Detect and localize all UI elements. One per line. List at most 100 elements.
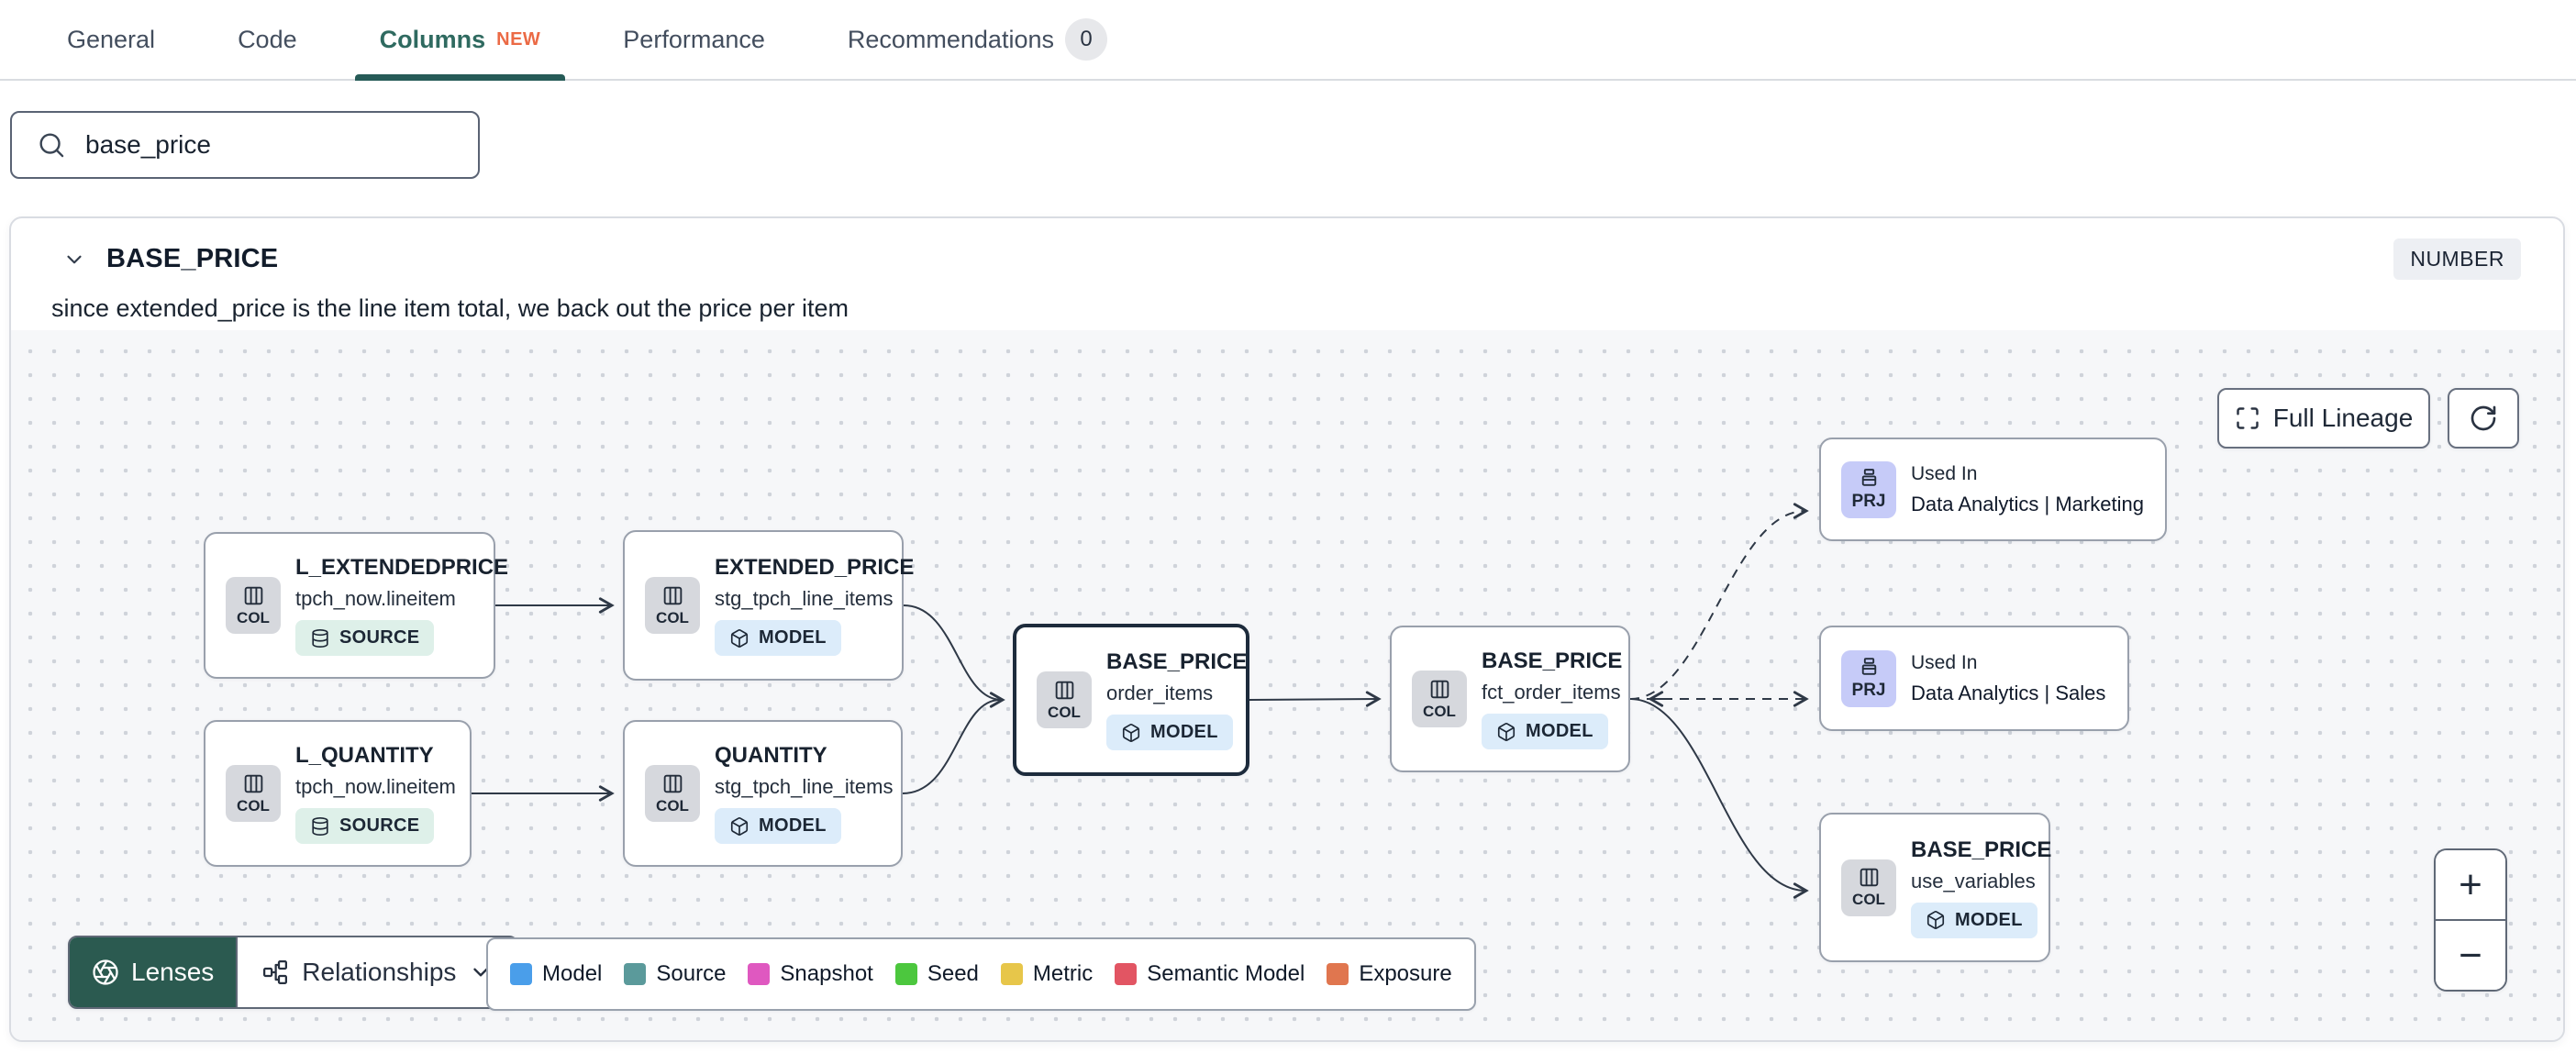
column-badge: COL: [645, 765, 700, 822]
column-title: BASE_PRICE: [106, 244, 279, 273]
node-title: L_QUANTITY: [295, 743, 434, 768]
legend-item: Semantic Model: [1115, 961, 1305, 987]
database-icon: [312, 816, 328, 836]
legend-label: Source: [656, 961, 727, 986]
full-lineage-button[interactable]: Full Lineage: [2217, 388, 2430, 449]
columns-icon: [1430, 680, 1449, 698]
edge: [1249, 691, 1382, 707]
node-title: QUANTITY: [715, 743, 827, 768]
expand-icon: [2236, 407, 2259, 429]
node-subtitle: stg_tpch_line_items: [715, 775, 894, 798]
node-title: BASE_PRICE: [1482, 648, 1623, 673]
edge: [902, 699, 1001, 794]
lineage-canvas[interactable]: COL L_EXTENDEDPRICE tpch_now.lineitem SO…: [11, 330, 2563, 1040]
column-badge: COL: [645, 577, 700, 634]
divider: [2436, 919, 2505, 921]
chevron-down-icon: [473, 968, 489, 977]
column-badge: COL: [1412, 671, 1467, 727]
cube-icon: [730, 816, 749, 836]
column-search[interactable]: [10, 111, 480, 179]
tab-label: General: [67, 25, 156, 53]
model-pill: MODEL: [1911, 902, 2037, 938]
column-type-badge: NUMBER: [2393, 238, 2521, 280]
database-icon: [312, 628, 328, 648]
tab-performance[interactable]: Performance: [598, 0, 790, 79]
tab-label: Code: [238, 25, 297, 53]
tab-bar: General Code Columns NEW Performance Rec…: [0, 0, 2576, 81]
node-subtitle: use_variables: [1911, 869, 2036, 892]
legend-label: Exposure: [1359, 961, 1452, 986]
node-subtitle: order_items: [1106, 682, 1214, 704]
legend-label: Snapshot: [780, 961, 873, 986]
lineage-edges-svg: [472, 503, 1809, 899]
source-pill: SOURCE: [295, 620, 435, 656]
columns-icon: [663, 774, 682, 793]
cube-icon: [1926, 911, 1945, 929]
node-subtitle: stg_tpch_line_items: [715, 587, 894, 610]
lineage-node-base-price-fct-order-items[interactable]: COL BASE_PRICE fct_order_items MODEL: [1390, 626, 1630, 772]
project-badge: PRJ: [1841, 649, 1896, 707]
panel-header: BASE_PRICE NUMBER since extended_price i…: [11, 218, 2563, 323]
column-badge: COL: [226, 577, 281, 634]
zoom-out-button[interactable]: −: [2436, 921, 2505, 990]
lenses-button[interactable]: Lenses: [70, 937, 237, 1007]
tab-general[interactable]: General: [42, 0, 180, 79]
search-icon: [39, 133, 64, 158]
project-badge: PRJ: [1841, 460, 1896, 518]
lineage-node-used-in-marketing[interactable]: PRJ Used In Data Analytics | Marketing: [1819, 438, 2167, 541]
refresh-button[interactable]: [2448, 388, 2519, 449]
node-subtitle: tpch_now.lineitem: [295, 587, 456, 610]
lineage-node-base-price-order-items[interactable]: COL BASE_PRICE order_items MODEL: [1013, 624, 1249, 776]
node-subtitle: tpch_now.lineitem: [295, 775, 456, 798]
search-input[interactable]: [85, 130, 434, 160]
used-in-name: Data Analytics | Sales: [1911, 681, 2106, 704]
lineage-node-quantity[interactable]: COL QUANTITY stg_tpch_line_items MODEL: [623, 720, 903, 867]
legend-item: Metric: [1000, 961, 1093, 987]
model-pill: MODEL: [1106, 715, 1233, 750]
zoom-controls: + −: [2434, 848, 2507, 992]
relationships-dropdown[interactable]: Relationships: [236, 937, 517, 1007]
cube-icon: [1497, 722, 1516, 741]
legend-swatch: [1115, 963, 1138, 985]
zoom-in-button[interactable]: +: [2436, 850, 2505, 919]
model-pill: MODEL: [715, 620, 841, 656]
cube-icon: [1122, 723, 1140, 742]
legend-item: Model: [510, 961, 602, 987]
legend-label: Model: [542, 961, 603, 986]
column-badge: COL: [1841, 859, 1896, 916]
aperture-icon: [93, 959, 118, 985]
project-boxes-icon: [1861, 469, 1876, 486]
relationships-icon: [263, 960, 288, 984]
refresh-icon: [2471, 405, 2496, 431]
column-badge: COL: [1037, 671, 1092, 728]
columns-icon: [663, 586, 682, 604]
new-flag: NEW: [496, 28, 541, 50]
lineage-node-l-extendedprice[interactable]: COL L_EXTENDEDPRICE tpch_now.lineitem SO…: [204, 532, 508, 679]
used-in-name: Data Analytics | Marketing: [1911, 492, 2144, 515]
cube-icon: [730, 628, 749, 648]
lineage-node-base-price-use-variables[interactable]: COL BASE_PRICE use_variables MODEL: [1819, 813, 2051, 962]
edge: [1629, 698, 1809, 899]
tab-recommendations[interactable]: Recommendations 0: [823, 0, 1132, 79]
model-pill: MODEL: [715, 808, 841, 844]
columns-icon: [1055, 681, 1073, 699]
lineage-node-used-in-sales[interactable]: PRJ Used In Data Analytics | Sales: [1819, 626, 2129, 731]
model-pill: MODEL: [1482, 714, 1608, 749]
legend-swatch: [510, 963, 532, 985]
columns-icon: [1860, 868, 1878, 887]
tab-code[interactable]: Code: [213, 0, 322, 79]
edge: [1629, 503, 1809, 700]
column-description: since extended_price is the line item to…: [51, 294, 849, 322]
lineage-node-l-quantity[interactable]: COL L_QUANTITY tpch_now.lineitem SOURCE: [204, 720, 472, 867]
legend-item: Snapshot: [748, 961, 873, 987]
used-in-label: Used In: [1911, 651, 1978, 673]
lineage-node-extended-price[interactable]: COL EXTENDED_PRICE stg_tpch_line_items M…: [623, 530, 914, 681]
chevron-down-icon[interactable]: [62, 248, 86, 272]
node-title: BASE_PRICE: [1106, 649, 1248, 674]
tab-columns[interactable]: Columns NEW: [354, 0, 566, 81]
columns-icon: [244, 586, 262, 604]
used-in-label: Used In: [1911, 462, 1978, 484]
node-title: L_EXTENDEDPRICE: [295, 555, 509, 580]
legend-swatch: [1000, 963, 1023, 985]
column-detail-panel: BASE_PRICE NUMBER since extended_price i…: [9, 216, 2565, 1042]
